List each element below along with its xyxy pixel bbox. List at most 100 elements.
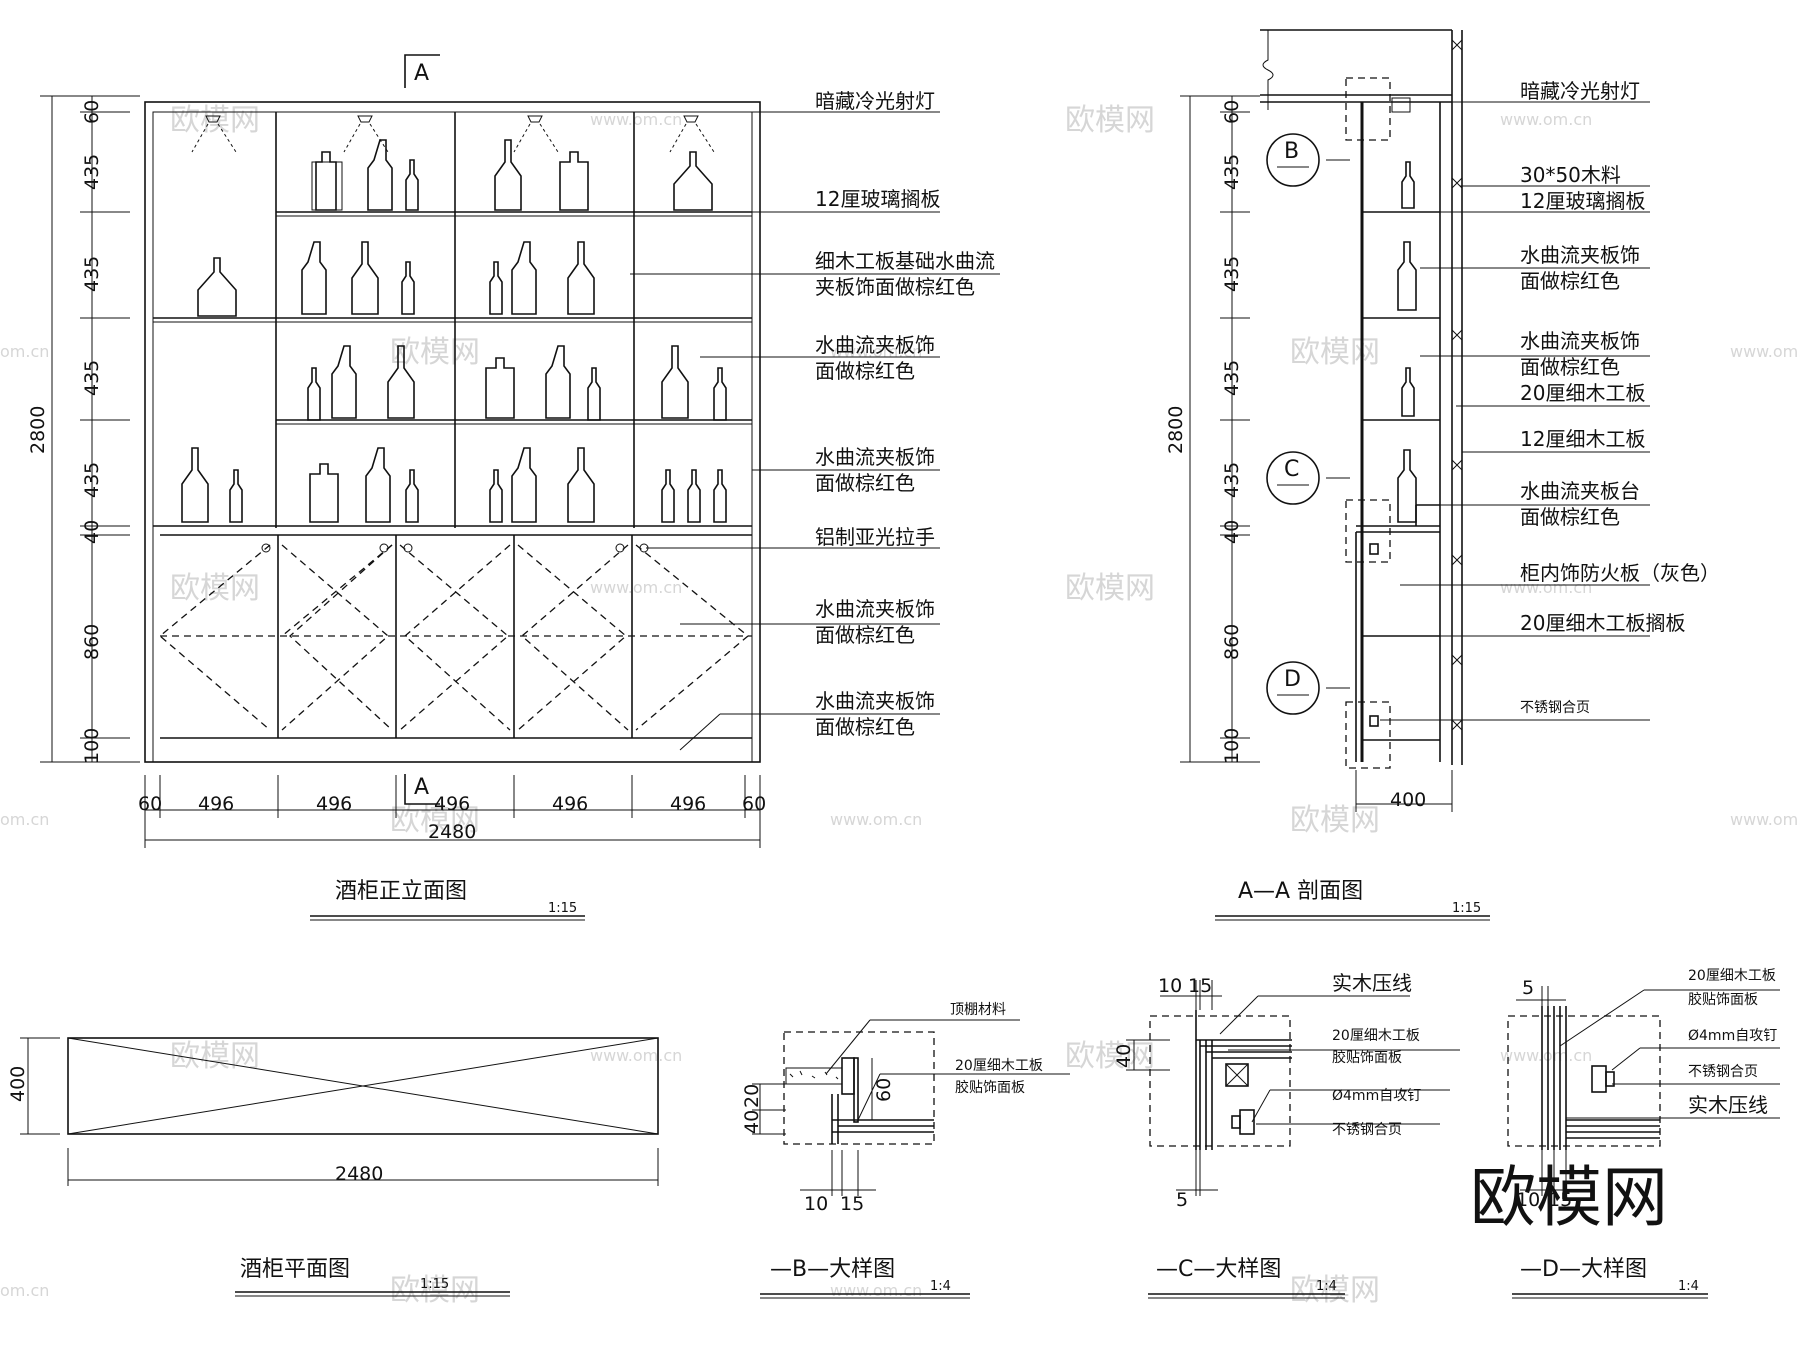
drawing-title: —C—大样图 [1156,1257,1281,1282]
dim-h: 496 [670,793,706,815]
label: 水曲流夹板台 [1520,479,1640,503]
dim-h: 496 [198,793,234,815]
dim-v: 435 [1221,462,1243,498]
label: 不锈钢合页 [1688,1064,1758,1080]
label: 20厘细木工板 [1688,968,1776,984]
detail-b: 顶棚材料 20厘细木工板 胶贴饰面板 20 40 60 10 15 —B—大样图… [741,1002,1070,1299]
watermark-brand: 欧模网 [1065,103,1155,138]
label: 水曲流夹板饰 [815,333,935,357]
detail-callout: C [1266,451,1320,505]
dim-h: 60 [742,793,766,815]
label: 水曲流夹板饰 [815,597,935,621]
dim-v: 100 [81,728,103,764]
svg-text:C: C [1284,457,1299,482]
watermark-brand: 欧模网 [170,103,260,138]
dim: 15 [1188,975,1212,997]
hinge [1591,1065,1607,1093]
dim: 10 [1158,975,1182,997]
label: 细木工板基础水曲流 [815,249,995,273]
label: Ø4mm自攻钉 [1688,1028,1777,1044]
dim-v: 860 [81,624,103,660]
label: 水曲流夹板饰 [815,689,935,713]
label: 20厘细木工板 [1332,1028,1420,1044]
door-swing-lines [158,544,752,731]
door-handles [261,543,649,553]
dim: 20 [741,1084,763,1108]
dim-v: 435 [81,462,103,498]
drawing-scale: 1:4 [1316,1279,1337,1294]
label: 胶贴饰面板 [1688,991,1758,1008]
label: 12厘玻璃搁板 [1520,189,1645,213]
detail-callout: B [1266,133,1320,187]
drawing-title: 酒柜正立面图 [335,879,467,904]
label: 12厘玻璃搁板 [815,187,940,211]
drawing-title: —B—大样图 [770,1257,895,1282]
watermark-brand: 欧模网 [170,1039,260,1074]
timber-block [1225,1063,1249,1087]
watermark-edge: om.cn [0,342,49,361]
dim-depth: 400 [1390,789,1426,811]
section-letter: A [414,775,429,800]
label: 水曲流夹板饰 [1520,329,1640,353]
drawing-title: —D—大样图 [1520,1257,1647,1282]
label: 20厘细木工板 [955,1058,1043,1074]
detail-callout: D [1266,661,1320,715]
drawing-scale: 1:4 [930,1279,951,1294]
dim-v: 100 [1221,728,1243,764]
label: 20厘细木工板 [1520,381,1645,405]
spotlights [191,115,715,153]
dim: 10 [1516,1189,1540,1211]
section-mark-top [404,54,440,88]
watermark-site: www.om.cn [1500,578,1592,597]
watermark-brand: 欧模网 [1290,1273,1380,1308]
dim-plan-width: 2480 [335,1163,383,1185]
dim: 40 [1113,1044,1135,1068]
dim-total-height: 2800 [27,406,49,454]
label: 不锈钢合页 [1520,700,1590,716]
label: 面做棕红色 [815,623,915,647]
dim-h: 496 [316,793,352,815]
dim-v: 435 [81,154,103,190]
label: 水曲流夹板饰 [815,445,935,469]
dim-v: 435 [1221,154,1243,190]
label: 20厘细木工板搁板 [1520,611,1685,635]
label: 水曲流夹板饰 [1520,243,1640,267]
section-mark-bottom [404,774,440,805]
label: 顶棚材料 [950,1002,1006,1018]
hinge [1239,1109,1255,1135]
label: 面做棕红色 [1520,505,1620,529]
dim: 40 [741,1110,763,1134]
label: 面做棕红色 [815,471,915,495]
detail-c: 实木压线 20厘细木工板 胶贴饰面板 Ø4mm自攻钉 不锈钢合页 10 15 4… [1113,971,1460,1299]
front-elevation: A A 2800 60 435 435 435 435 40 860 100 [27,54,1000,921]
brand-watermark: 欧模网 [1470,1159,1668,1236]
ceiling-material [785,1067,843,1085]
label: 柜内饰防火板（灰色） [1520,561,1720,585]
dim-total-width: 2480 [428,821,476,843]
label: Ø4mm自攻钉 [1332,1088,1421,1104]
watermark-edge: om.cn [0,810,49,829]
watermark-site: www.om.cn [830,810,922,829]
watermark-brand: 欧模网 [1290,803,1380,838]
label: 12厘细木工板 [1520,427,1645,451]
dim-v: 60 [1221,100,1243,124]
label: 胶贴饰面板 [955,1079,1025,1096]
drawing-title: A—A 剖面图 [1238,879,1363,904]
watermark-site: www.om.cn [590,110,682,129]
dim: 5 [1176,1189,1188,1211]
label: 实木压线 [1688,1093,1768,1117]
dim-h: 496 [434,793,470,815]
svg-text:B: B [1284,139,1299,164]
dim-v: 435 [1221,256,1243,292]
watermark-site: www.om.cn [830,342,922,361]
section-letter: A [414,61,429,86]
watermark-site: www.om.cn [1500,110,1592,129]
drawing-scale: 1:15 [548,901,577,916]
dim-h: 60 [138,793,162,815]
wine-bottles [181,139,727,523]
watermark-site: www.om.cn [830,1281,922,1300]
watermark-brand: 欧模网 [390,803,480,838]
label: 面做棕红色 [1520,269,1620,293]
label: 胶贴饰面板 [1332,1049,1402,1066]
